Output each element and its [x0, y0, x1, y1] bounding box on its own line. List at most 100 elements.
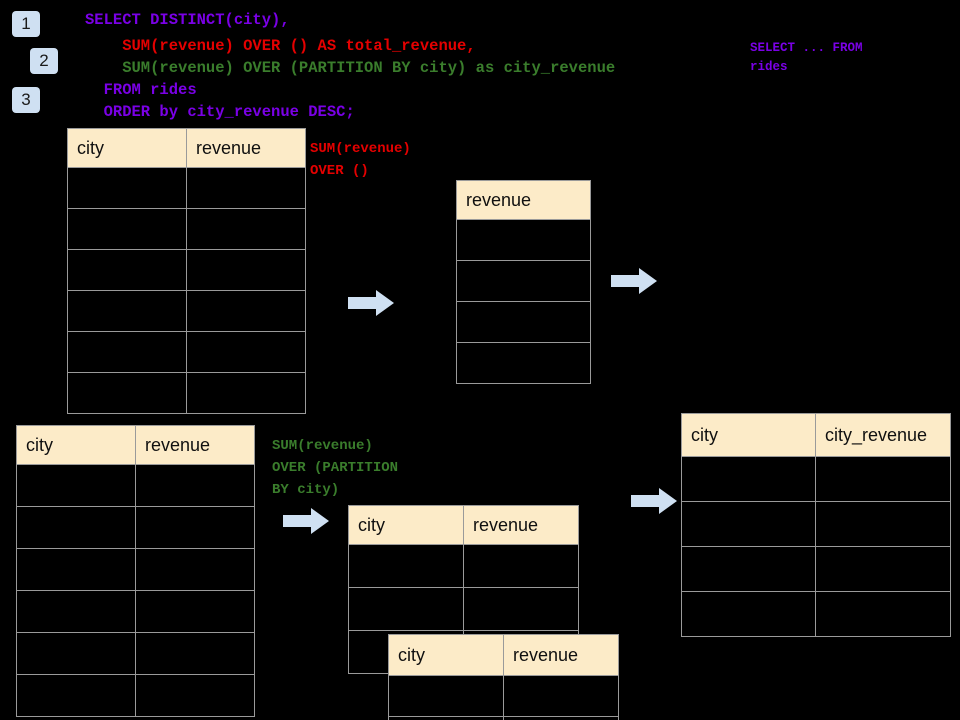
- table-row: [681, 501, 951, 547]
- table-row: [16, 674, 255, 717]
- cell-revenue: [463, 587, 579, 631]
- table-header-row: city revenue: [16, 425, 255, 465]
- cell-revenue: [456, 219, 591, 261]
- final-result-table: city city_revenue: [681, 413, 951, 637]
- arrow-partition-to-final-icon: [631, 488, 677, 514]
- table-header-row: city revenue: [388, 634, 619, 676]
- table-row: [67, 208, 306, 250]
- cell-city: [67, 372, 187, 414]
- cell-city: [67, 331, 187, 373]
- cell-city: [348, 544, 464, 588]
- cell-city: [67, 167, 187, 209]
- cell-revenue: [503, 716, 619, 720]
- table-row: [681, 591, 951, 637]
- table-row: [681, 456, 951, 502]
- side-note-select-from-line1: SELECT ... FROM: [750, 41, 863, 55]
- column-header-city: city: [348, 505, 464, 545]
- sql-line-order-by: ORDER by city_revenue DESC;: [85, 103, 355, 121]
- table-header-row: revenue: [456, 180, 591, 220]
- cell-revenue: [186, 290, 306, 332]
- table-row: [67, 167, 306, 209]
- column-header-revenue: revenue: [503, 634, 619, 676]
- cell-city: [67, 208, 187, 250]
- column-header-revenue: revenue: [456, 180, 591, 220]
- cell-city: [681, 456, 816, 502]
- table-header-row: city revenue: [348, 505, 579, 545]
- annotation-city-revenue-line1: SUM(revenue): [272, 438, 373, 454]
- table-row: [16, 632, 255, 675]
- table-row: [67, 331, 306, 373]
- annotation-city-revenue-line3: BY city): [272, 482, 340, 498]
- cell-revenue: [456, 301, 591, 343]
- cell-city: [16, 674, 136, 717]
- sql-line-select-distinct: SELECT DISTINCT(city),: [85, 11, 290, 29]
- cell-revenue: [135, 506, 255, 549]
- cell-city: [681, 591, 816, 637]
- cell-revenue: [456, 260, 591, 302]
- cell-city: [16, 464, 136, 507]
- column-header-city: city: [16, 425, 136, 465]
- table-row: [681, 546, 951, 592]
- cell-revenue: [186, 208, 306, 250]
- table-row: [456, 260, 591, 302]
- cell-revenue: [186, 331, 306, 373]
- side-note-select-from-line2: rides: [750, 60, 788, 74]
- cell-city: [388, 675, 504, 717]
- arrow-source-to-partition-icon: [283, 508, 329, 534]
- cell-city: [67, 249, 187, 291]
- column-header-city: city: [681, 413, 816, 457]
- cell-revenue: [135, 632, 255, 675]
- table-row: [456, 301, 591, 343]
- column-header-revenue: revenue: [463, 505, 579, 545]
- table-header-row: city revenue: [67, 128, 306, 168]
- cell-revenue: [186, 249, 306, 291]
- partition-group-front-table: city revenue: [388, 634, 619, 720]
- table-row: [67, 372, 306, 414]
- cell-revenue: [503, 675, 619, 717]
- cell-revenue: [135, 674, 255, 717]
- step-badge-2: 2: [30, 48, 58, 74]
- column-header-city-revenue: city_revenue: [815, 413, 951, 457]
- column-header-revenue: revenue: [135, 425, 255, 465]
- table-row: [16, 464, 255, 507]
- cell-city: [16, 590, 136, 633]
- table-row: [388, 716, 619, 720]
- column-header-revenue: revenue: [186, 128, 306, 168]
- cell-city: [681, 501, 816, 547]
- cell-city: [67, 290, 187, 332]
- cell-city: [16, 548, 136, 591]
- cell-revenue: [456, 342, 591, 384]
- table-row: [348, 544, 579, 588]
- cell-city: [388, 716, 504, 720]
- table-row: [456, 219, 591, 261]
- annotation-total-revenue-line2: OVER (): [310, 163, 369, 179]
- table-row: [16, 506, 255, 549]
- total-revenue-table: revenue: [456, 180, 591, 384]
- cell-revenue: [186, 372, 306, 414]
- cell-city: [16, 506, 136, 549]
- sql-line-city-revenue: SUM(revenue) OVER (PARTITION BY city) as…: [85, 59, 616, 77]
- rides-source-table: city revenue: [67, 128, 306, 414]
- rides-partition-source-table: city revenue: [16, 425, 255, 717]
- annotation-city-revenue-line2: OVER (PARTITION: [272, 460, 399, 476]
- cell-city: [681, 546, 816, 592]
- cell-city: [348, 587, 464, 631]
- step-badge-1: 1: [12, 11, 40, 37]
- table-row: [67, 249, 306, 291]
- arrow-total-to-final-icon: [611, 268, 657, 294]
- cell-revenue: [186, 167, 306, 209]
- table-header-row: city city_revenue: [681, 413, 951, 457]
- column-header-city: city: [388, 634, 504, 676]
- cell-revenue: [463, 544, 579, 588]
- column-header-city: city: [67, 128, 187, 168]
- cell-city-revenue: [815, 546, 951, 592]
- sql-line-total-revenue: SUM(revenue) OVER () AS total_revenue,: [85, 37, 476, 55]
- table-row: [16, 548, 255, 591]
- cell-city-revenue: [815, 501, 951, 547]
- cell-revenue: [135, 548, 255, 591]
- sql-line-from-rides: FROM rides: [85, 81, 197, 99]
- table-row: [456, 342, 591, 384]
- table-row: [67, 290, 306, 332]
- cell-revenue: [135, 464, 255, 507]
